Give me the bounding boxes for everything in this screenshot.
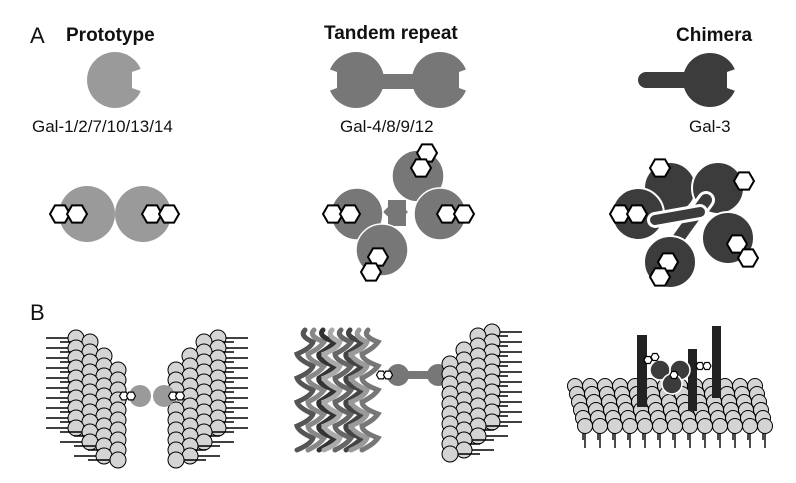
panel-b-label: B: [30, 300, 45, 325]
tandem-repeat-domain-icon: [323, 52, 473, 108]
tandem-repeat-members: Gal-4/8/9/12: [340, 117, 434, 136]
chimera-title: Chimera: [676, 25, 753, 46]
prototype-domain-icon: [87, 52, 146, 108]
tandem-repeat-title: Tandem repeat: [324, 23, 458, 44]
chimera-lattice-on-membrane: [567, 326, 773, 448]
chimera-domain-icon: [638, 53, 741, 107]
prototype-title: Prototype: [66, 25, 155, 46]
chimera-oligomer: [609, 158, 759, 289]
prototype-crosslinked-membranes: [46, 329, 248, 469]
prototype-dimer: [49, 186, 180, 242]
tandem-repeat-oligomer: [322, 143, 475, 282]
tandem-repeat-bridging-matrix: [293, 323, 522, 463]
panel-a-label: A: [30, 23, 45, 48]
chimera-members: Gal-3: [689, 117, 731, 136]
prototype-members: Gal-1/2/7/10/13/14: [32, 117, 173, 136]
